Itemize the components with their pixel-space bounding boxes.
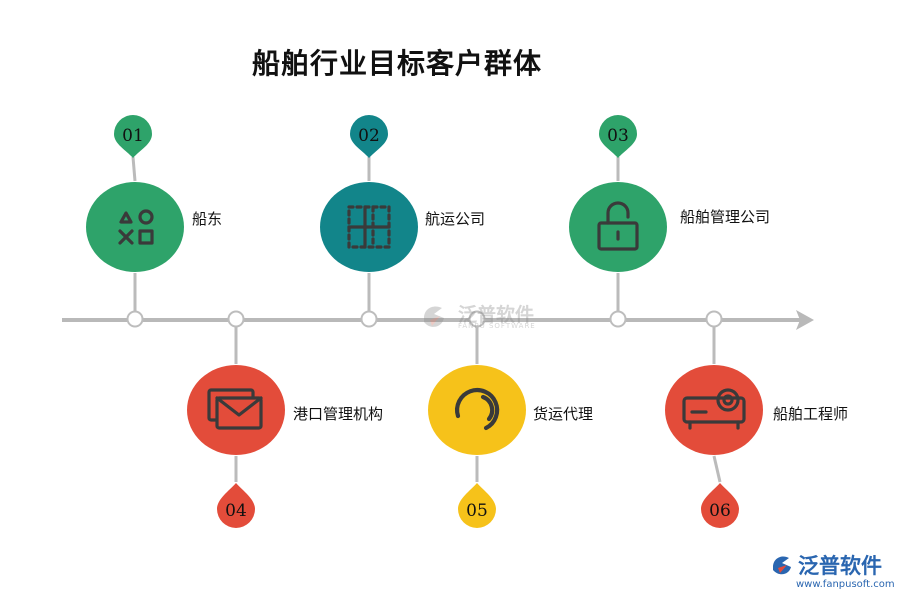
number-pin: [350, 115, 388, 158]
group-06: 06: [665, 310, 763, 528]
brand-name: 泛普软件: [798, 554, 882, 578]
node-circle: [665, 365, 763, 455]
timeline-node: [360, 310, 378, 328]
number-pin: [114, 115, 152, 158]
projector-icon: [682, 388, 746, 430]
timeline-node: [468, 310, 486, 328]
number-label: 02: [358, 126, 380, 146]
grid-icon: [347, 205, 391, 249]
item-label: 船东: [192, 210, 223, 228]
group-02: 02: [320, 115, 418, 328]
circle-icon: [455, 388, 500, 431]
number-pin: [217, 483, 255, 528]
number-pin: [599, 115, 637, 158]
brand-logo: 泛普软件 www.fanpusoft.com: [770, 553, 895, 590]
connector-line: [131, 156, 137, 182]
number-label: 05: [466, 501, 488, 521]
item-label: 航运公司: [425, 210, 486, 228]
shapes-icon: [118, 209, 154, 245]
item-label: 船舶管理公司: [680, 208, 771, 226]
node-circle: [86, 182, 184, 272]
brand-url: www.fanpusoft.com: [796, 579, 895, 590]
node-circle: [428, 365, 526, 455]
watermark-sub: FANPU SOFTWARE: [458, 322, 536, 330]
page-title: 船舶行业目标客户群体: [252, 47, 543, 80]
timeline-node: [705, 310, 723, 328]
item-label: 船舶工程师: [773, 405, 849, 423]
number-label: 01: [122, 126, 144, 146]
group-05: 05: [428, 310, 526, 528]
timeline-node: [609, 310, 627, 328]
watermark: 泛普软件 FANPU SOFTWARE: [418, 300, 535, 338]
number-pin: [458, 483, 496, 528]
number-pin: [701, 483, 739, 528]
number-label: 06: [709, 501, 731, 521]
number-label: 03: [607, 126, 629, 146]
timeline-arrowhead: [796, 310, 814, 330]
group-04: 04: [187, 310, 285, 528]
mail-icon: [207, 388, 263, 430]
item-label: 货运代理: [533, 405, 594, 423]
node-circle: [569, 182, 667, 272]
item-label: 港口管理机构: [293, 405, 384, 423]
brand-logo-icon: [773, 556, 791, 575]
group-01: 01: [86, 115, 184, 328]
watermark-name: 泛普软件: [458, 304, 535, 326]
timeline-node: [227, 310, 245, 328]
unlock-icon: [597, 201, 639, 251]
group-03: 03: [569, 115, 667, 328]
watermark-logo-icon: [424, 306, 444, 327]
connector-line: [712, 455, 722, 483]
number-label: 04: [225, 501, 247, 521]
timeline-node: [126, 310, 144, 328]
